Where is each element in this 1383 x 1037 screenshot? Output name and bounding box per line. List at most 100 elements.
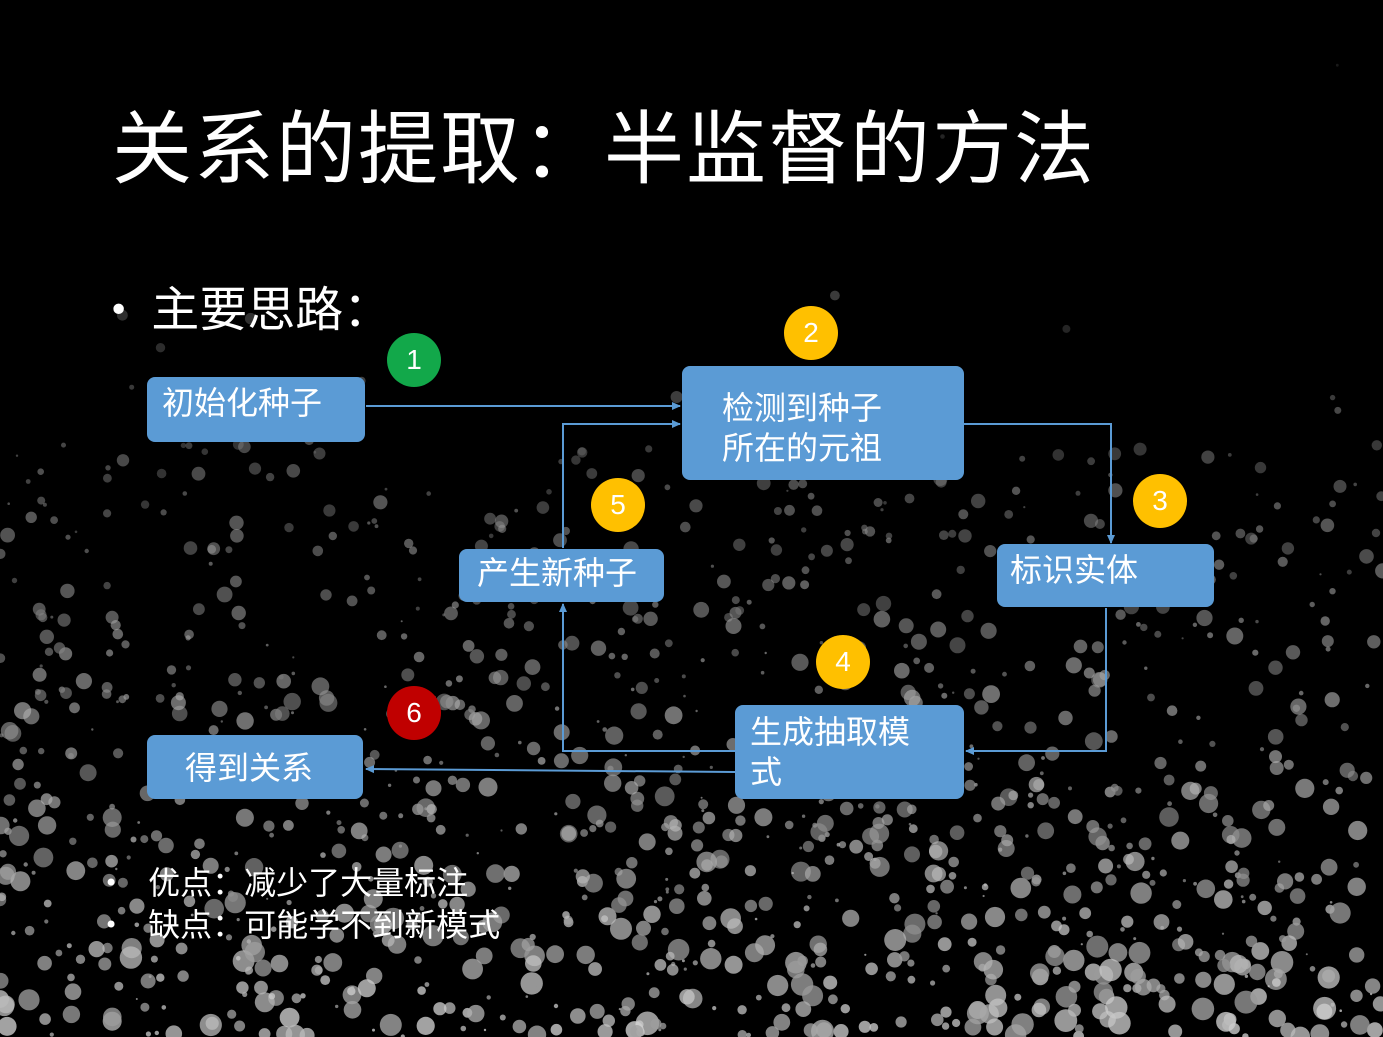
background-dot xyxy=(263,820,275,832)
background-dot xyxy=(818,799,824,805)
background-dot xyxy=(426,804,437,815)
background-dot xyxy=(1123,984,1132,993)
background-dot xyxy=(1289,888,1306,904)
background-dot xyxy=(597,1024,613,1037)
background-dot xyxy=(1092,672,1108,687)
background-dot xyxy=(573,868,578,873)
background-dot xyxy=(1350,1015,1370,1035)
background-dot xyxy=(904,846,920,863)
background-dot xyxy=(800,580,810,590)
background-dot xyxy=(896,801,913,818)
background-dot xyxy=(701,883,710,892)
background-dot xyxy=(433,1002,447,1016)
background-dot xyxy=(692,821,705,834)
background-dot xyxy=(1144,666,1148,670)
background-dot xyxy=(521,937,535,952)
background-dot xyxy=(689,867,701,879)
background-dot xyxy=(1058,710,1073,726)
background-dot xyxy=(37,496,46,505)
background-dot xyxy=(1255,525,1264,533)
background-dot xyxy=(238,440,251,454)
background-dot xyxy=(1083,667,1095,679)
background-dot xyxy=(1322,798,1340,815)
background-dot xyxy=(833,1024,849,1037)
background-dot xyxy=(1325,646,1331,652)
background-dot xyxy=(406,918,418,930)
background-dot xyxy=(103,509,112,518)
background-dot xyxy=(1068,980,1081,993)
background-dot xyxy=(1181,637,1184,640)
background-dot xyxy=(664,706,683,725)
background-dot xyxy=(476,852,479,855)
background-dot xyxy=(952,691,955,694)
background-dot xyxy=(964,779,976,791)
background-dot xyxy=(645,445,653,453)
background-dot xyxy=(765,1026,780,1037)
background-dot xyxy=(1225,860,1238,873)
background-dot xyxy=(616,868,637,889)
background-dot xyxy=(150,830,163,842)
background-dot xyxy=(1107,823,1113,829)
background-dot xyxy=(53,642,66,654)
background-dot xyxy=(626,857,638,869)
background-dot xyxy=(285,1024,305,1037)
background-dot xyxy=(175,692,184,701)
background-dot xyxy=(998,847,1003,852)
background-dot xyxy=(1167,801,1172,807)
background-dot xyxy=(208,561,213,566)
background-dot xyxy=(1240,959,1251,970)
background-dot xyxy=(66,861,86,881)
background-dot xyxy=(839,801,854,816)
background-dot xyxy=(1311,873,1322,885)
background-dot xyxy=(1201,450,1215,464)
background-dot xyxy=(927,900,941,913)
background-dot xyxy=(782,576,796,590)
background-dot xyxy=(154,1030,159,1036)
background-dot xyxy=(1004,510,1014,519)
background-dot xyxy=(995,945,1006,955)
background-dot xyxy=(408,546,418,555)
background-dot xyxy=(788,479,799,490)
background-dot xyxy=(25,479,31,484)
background-dot xyxy=(737,1030,747,1037)
background-dot xyxy=(589,825,597,833)
background-dot xyxy=(1105,730,1118,743)
background-dot xyxy=(610,917,632,940)
background-dot xyxy=(1037,822,1055,840)
background-dot xyxy=(1375,563,1383,579)
background-dot xyxy=(801,814,806,818)
background-dot xyxy=(700,796,703,799)
main-bullet-text: 主要思路： xyxy=(151,282,392,338)
background-dot xyxy=(37,955,52,971)
background-dot xyxy=(234,851,239,856)
background-dot xyxy=(91,728,94,731)
background-dot xyxy=(207,542,221,556)
background-dot xyxy=(1255,619,1259,624)
node-new-seeds: 产生新种子 xyxy=(459,549,664,602)
background-dot xyxy=(270,926,277,932)
background-dot xyxy=(937,937,952,952)
background-dot xyxy=(1067,809,1083,825)
background-dot xyxy=(1091,641,1104,654)
background-dot xyxy=(1251,942,1270,960)
background-dot xyxy=(1269,750,1282,764)
background-dot xyxy=(316,909,329,923)
background-dot xyxy=(246,939,251,944)
background-dot xyxy=(937,683,944,689)
background-dot xyxy=(351,862,362,872)
background-dot xyxy=(336,820,342,826)
background-dot xyxy=(211,700,228,718)
background-dot xyxy=(541,682,550,692)
background-dot xyxy=(117,309,128,321)
background-dot xyxy=(1196,715,1201,720)
background-dot xyxy=(661,927,669,936)
background-dot xyxy=(924,864,943,883)
background-dot xyxy=(643,611,658,626)
background-dot xyxy=(1235,528,1246,539)
background-dot xyxy=(140,973,156,989)
background-dot xyxy=(337,826,346,834)
background-dot xyxy=(1163,774,1175,786)
background-dot xyxy=(401,668,415,682)
note-pros-text: 优点：减少了大量标注 xyxy=(148,864,469,902)
background-dot xyxy=(784,820,794,830)
